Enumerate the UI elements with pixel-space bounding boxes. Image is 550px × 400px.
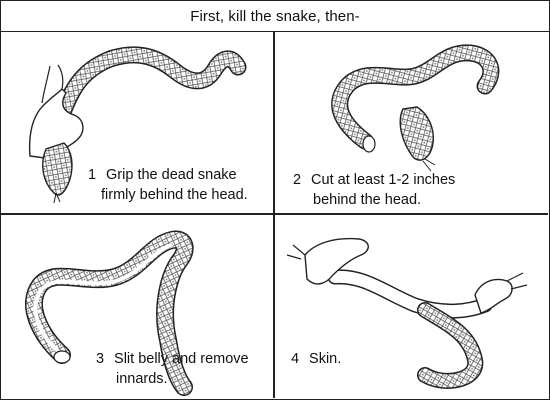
step-panel-2: 2 Cut at least 1-2 inches behind the hea…: [275, 31, 548, 213]
step-2-caption: 2 Cut at least 1-2 inches behind the hea…: [293, 170, 455, 210]
step-4-number: 4: [291, 351, 300, 367]
snake-head: [399, 106, 434, 161]
hand: [28, 88, 84, 160]
step-panel-1: 1 Grip the dead snake firmly behind the …: [0, 31, 273, 213]
step-1-number: 1: [88, 167, 97, 183]
cut-head-illustration: [331, 44, 500, 172]
step-1-line-1: Grip the dead snake: [106, 167, 237, 183]
right-hand: [474, 278, 513, 314]
step-panel-3: 3 Slit belly and remove innards.: [0, 215, 273, 398]
skin-snake-illustration: [286, 237, 528, 389]
step-3-number: 3: [96, 351, 105, 367]
vertical-divider: [273, 31, 275, 398]
step-2-number: 2: [293, 172, 302, 188]
step-4-line-1: Skin.: [309, 351, 342, 367]
left-hand: [304, 237, 369, 285]
cut-end: [362, 135, 376, 153]
snake-head: [42, 142, 73, 196]
step-3-caption: 3 Slit belly and remove innards.: [96, 349, 249, 389]
diagram-title: First, kill the snake, then-: [1, 1, 549, 32]
slit-belly-illustration: [24, 230, 194, 396]
cut-end: [53, 350, 71, 364]
step-1-line-2: firmly behind the head.: [101, 187, 248, 203]
belly-slit: [33, 243, 173, 353]
step-1-caption: 1 Grip the dead snake firmly behind the …: [88, 165, 248, 205]
step-2-line-1: Cut at least 1-2 inches: [311, 172, 456, 188]
grip-snake-illustration: [28, 46, 247, 204]
step-2-line-2: behind the head.: [313, 192, 422, 208]
step-3-line-1: Slit belly and remove: [114, 351, 249, 367]
step-panel-4: 4 Skin.: [275, 215, 548, 398]
step-4-caption: 4 Skin.: [291, 349, 341, 369]
step-3-line-2: innards.: [116, 371, 168, 387]
